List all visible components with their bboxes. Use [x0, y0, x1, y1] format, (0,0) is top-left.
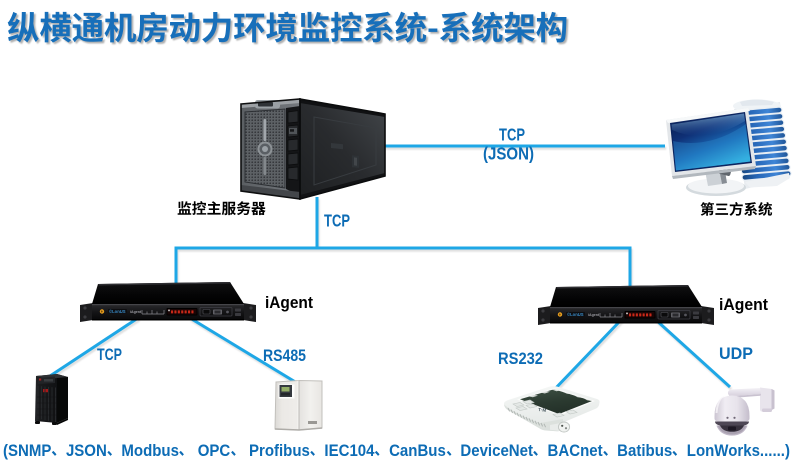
svg-text:iAgent: iAgent	[130, 310, 142, 314]
svg-text:TCP: TCP	[97, 345, 122, 364]
svg-text:iAgent: iAgent	[588, 313, 600, 317]
svg-text:UDP: UDP	[719, 344, 753, 363]
svg-text:iAgent: iAgent	[265, 293, 313, 312]
svg-text:©LonUS: ©LonUS	[567, 312, 584, 317]
svg-text:©LonUS: ©LonUS	[109, 309, 126, 314]
svg-text:T·M: T·M	[538, 407, 547, 413]
svg-text:iAgent: iAgent	[719, 295, 768, 314]
svg-text:RS232: RS232	[498, 349, 543, 368]
svg-text:RS485: RS485	[263, 346, 306, 365]
svg-text:TCP: TCP	[324, 211, 350, 231]
svg-text:TCP: TCP	[499, 125, 525, 145]
svg-text:(JSON): (JSON)	[483, 144, 534, 164]
